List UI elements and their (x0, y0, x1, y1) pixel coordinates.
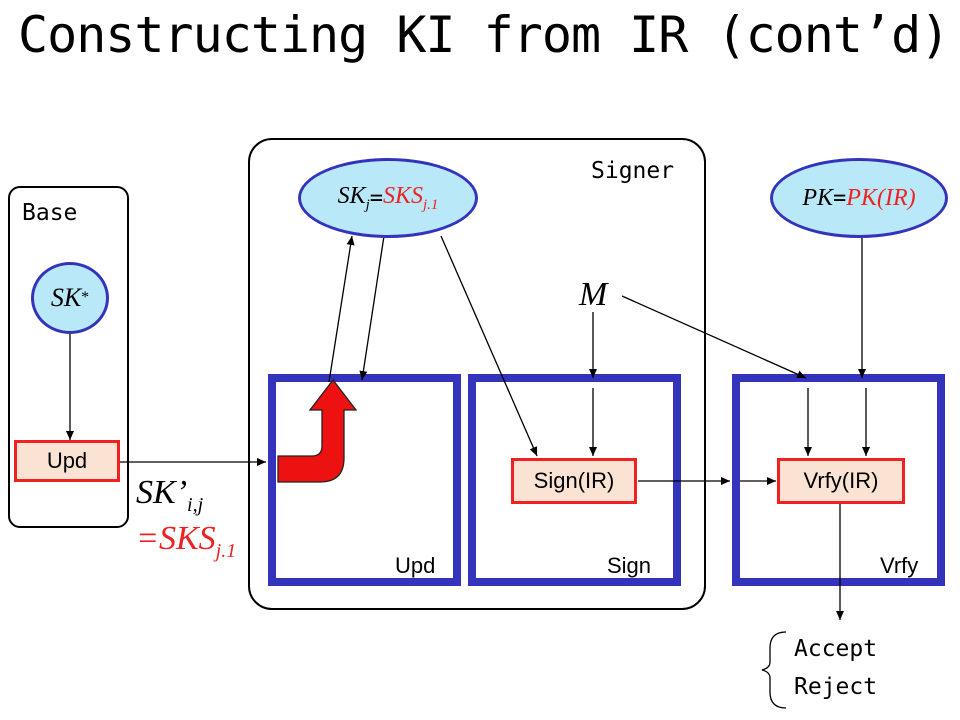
sk-star-circle: SK* (31, 262, 109, 334)
base-upd-box: Upd (14, 440, 120, 482)
red-update-arrow (277, 378, 358, 483)
sign-ir-box: Sign(IR) (511, 458, 637, 504)
sk-star-base: SK (50, 283, 82, 312)
sk-signer-oval: SKj=SKSj.1 (298, 158, 478, 238)
arrow-m-to-vrfybox (621, 295, 807, 379)
signer-label: Signer (591, 158, 675, 184)
pk-eq: = (833, 185, 847, 211)
outcome-brace (761, 631, 787, 709)
upd-box-label: Upd (395, 553, 436, 578)
sk-eq: = (369, 185, 383, 211)
message-label: M (579, 276, 608, 313)
arrow-updbox-to-sk (328, 235, 355, 383)
pk-oval: PK=PK(IR) (770, 158, 948, 238)
outcome-accept: Accept (794, 636, 878, 662)
sk-star-sup: * (81, 289, 90, 306)
sk-prime-rhs: =SKSj.1 (136, 520, 237, 562)
pk-right: PK(IR) (846, 184, 916, 211)
arrow-sk-to-signir (440, 235, 538, 457)
outcome-reject: Reject (794, 674, 878, 700)
sk-left: SKj (337, 182, 370, 213)
sk-right: SKSj.1 (383, 182, 439, 213)
pk-left: PK (802, 184, 834, 211)
vrfy-ir-box: Vrfy(IR) (777, 458, 905, 504)
page-title: Constructing KI from IR (cont’d) (18, 6, 950, 64)
sk-prime-label: SK’i,j (136, 474, 204, 516)
arrow-sk-to-updbox (359, 235, 385, 381)
vrfy-box (732, 374, 945, 586)
vrfy-box-label: Vrfy (880, 553, 919, 578)
base-label: Base (22, 200, 78, 226)
sign-box (468, 374, 681, 586)
sign-box-label: Sign (607, 553, 652, 578)
